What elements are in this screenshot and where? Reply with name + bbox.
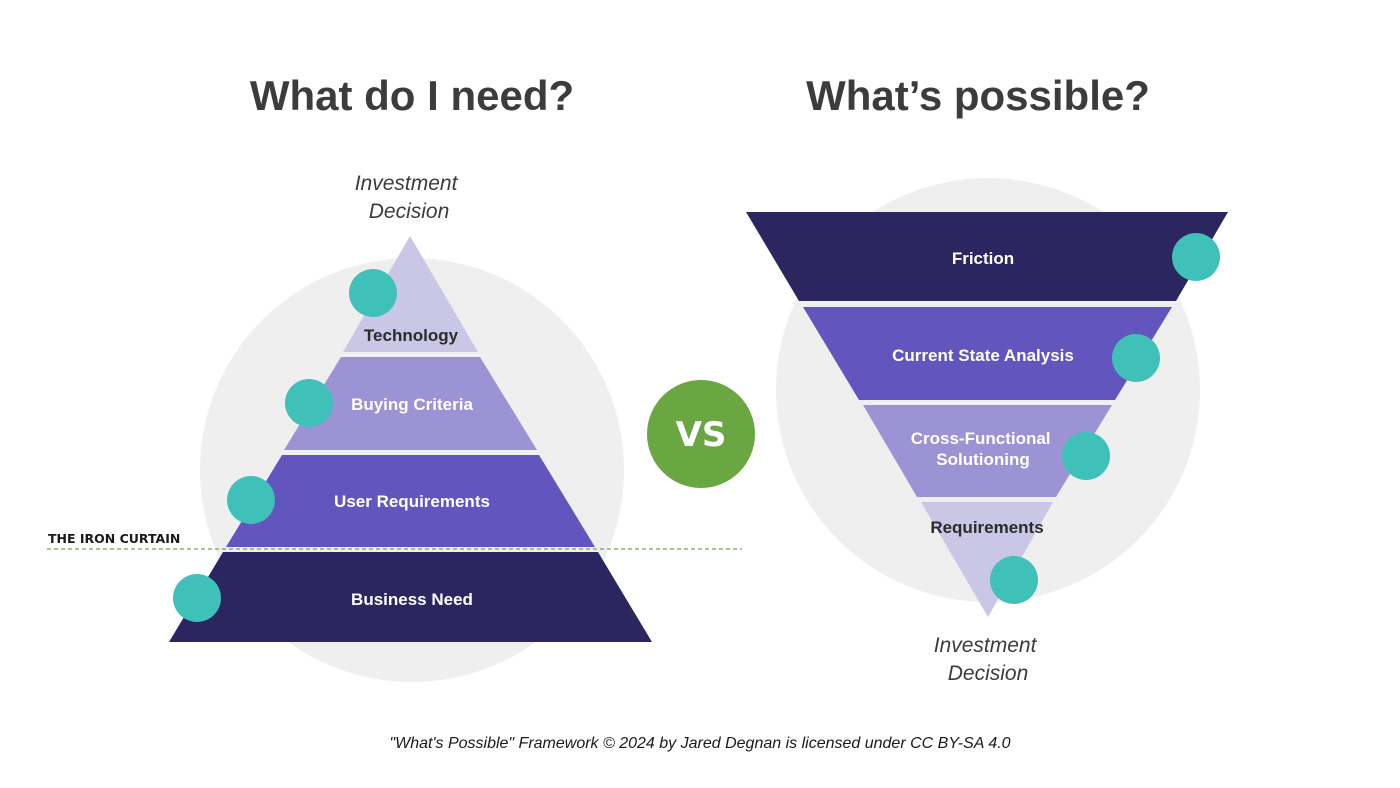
funnel-label-friction-line-1: Friction (952, 249, 1014, 268)
right-funnel: Friction Current State Analysis Cross-Fu… (746, 212, 1228, 617)
pyramid-layer-user-requirements (226, 455, 595, 547)
pyramid-label-buying-criteria: Buying Criteria (351, 395, 473, 414)
left-top-caption-line-2: Decision (369, 200, 450, 223)
right-bottom-caption: Investment Decision (934, 634, 1043, 685)
left-heading: What do I need? (250, 72, 574, 119)
funnel-label-friction: Friction (952, 249, 1014, 268)
funnel-layer-cross-functional-solutioning (863, 405, 1112, 497)
right-bottom-caption-line-1: Investment (934, 634, 1038, 657)
left-top-caption: Investment Decision (355, 172, 464, 223)
vs-badge (647, 380, 755, 488)
pyramid-layer-buying-criteria (284, 357, 537, 450)
license-footer: "What's Possible" Framework © 2024 by Ja… (389, 735, 1010, 752)
pyramid-label-business-need: Business Need (351, 590, 473, 609)
left-top-caption-line-1: Investment (355, 172, 459, 195)
funnel-label-requirements: Requirements (930, 518, 1043, 537)
funnel-layer-friction (746, 212, 1228, 301)
right-heading: What’s possible? (806, 72, 1150, 119)
vs-label: VS (676, 415, 727, 455)
funnel-label-cross-functional-solutioning: Cross-Functional Solutioning (911, 429, 1056, 469)
right-bottom-caption-line-2: Decision (948, 662, 1029, 685)
funnel-layer-current-state-analysis (803, 307, 1172, 400)
marker-dot-current-state-analysis (1112, 334, 1160, 382)
iron-curtain-label: THE IRON CURTAIN (48, 531, 180, 546)
pyramid-layer-business-need (169, 552, 652, 642)
funnel-label-current-state-analysis: Current State Analysis (892, 346, 1074, 365)
funnel-layer-requirements (921, 502, 1053, 617)
marker-dot-friction (1172, 233, 1220, 281)
funnel-label-current-state-analysis-line-1: Current State Analysis (892, 346, 1074, 365)
marker-dot-requirements (990, 556, 1038, 604)
funnel-label-requirements-line-1: Requirements (930, 518, 1043, 537)
pyramid-layer-technology (343, 236, 478, 352)
marker-dot-business-need (173, 574, 221, 622)
pyramid-label-technology: Technology (364, 326, 459, 345)
marker-dot-technology (349, 269, 397, 317)
marker-dot-cross-functional-solutioning (1062, 432, 1110, 480)
left-pyramid: Technology Buying Criteria User Requirem… (169, 236, 652, 642)
funnel-label-cross-functional-line-2: Solutioning (936, 450, 1029, 469)
marker-dot-user-requirements (227, 476, 275, 524)
pyramid-label-user-requirements: User Requirements (334, 492, 490, 511)
funnel-label-cross-functional-line-1: Cross-Functional (911, 429, 1051, 448)
marker-dot-buying-criteria (285, 379, 333, 427)
